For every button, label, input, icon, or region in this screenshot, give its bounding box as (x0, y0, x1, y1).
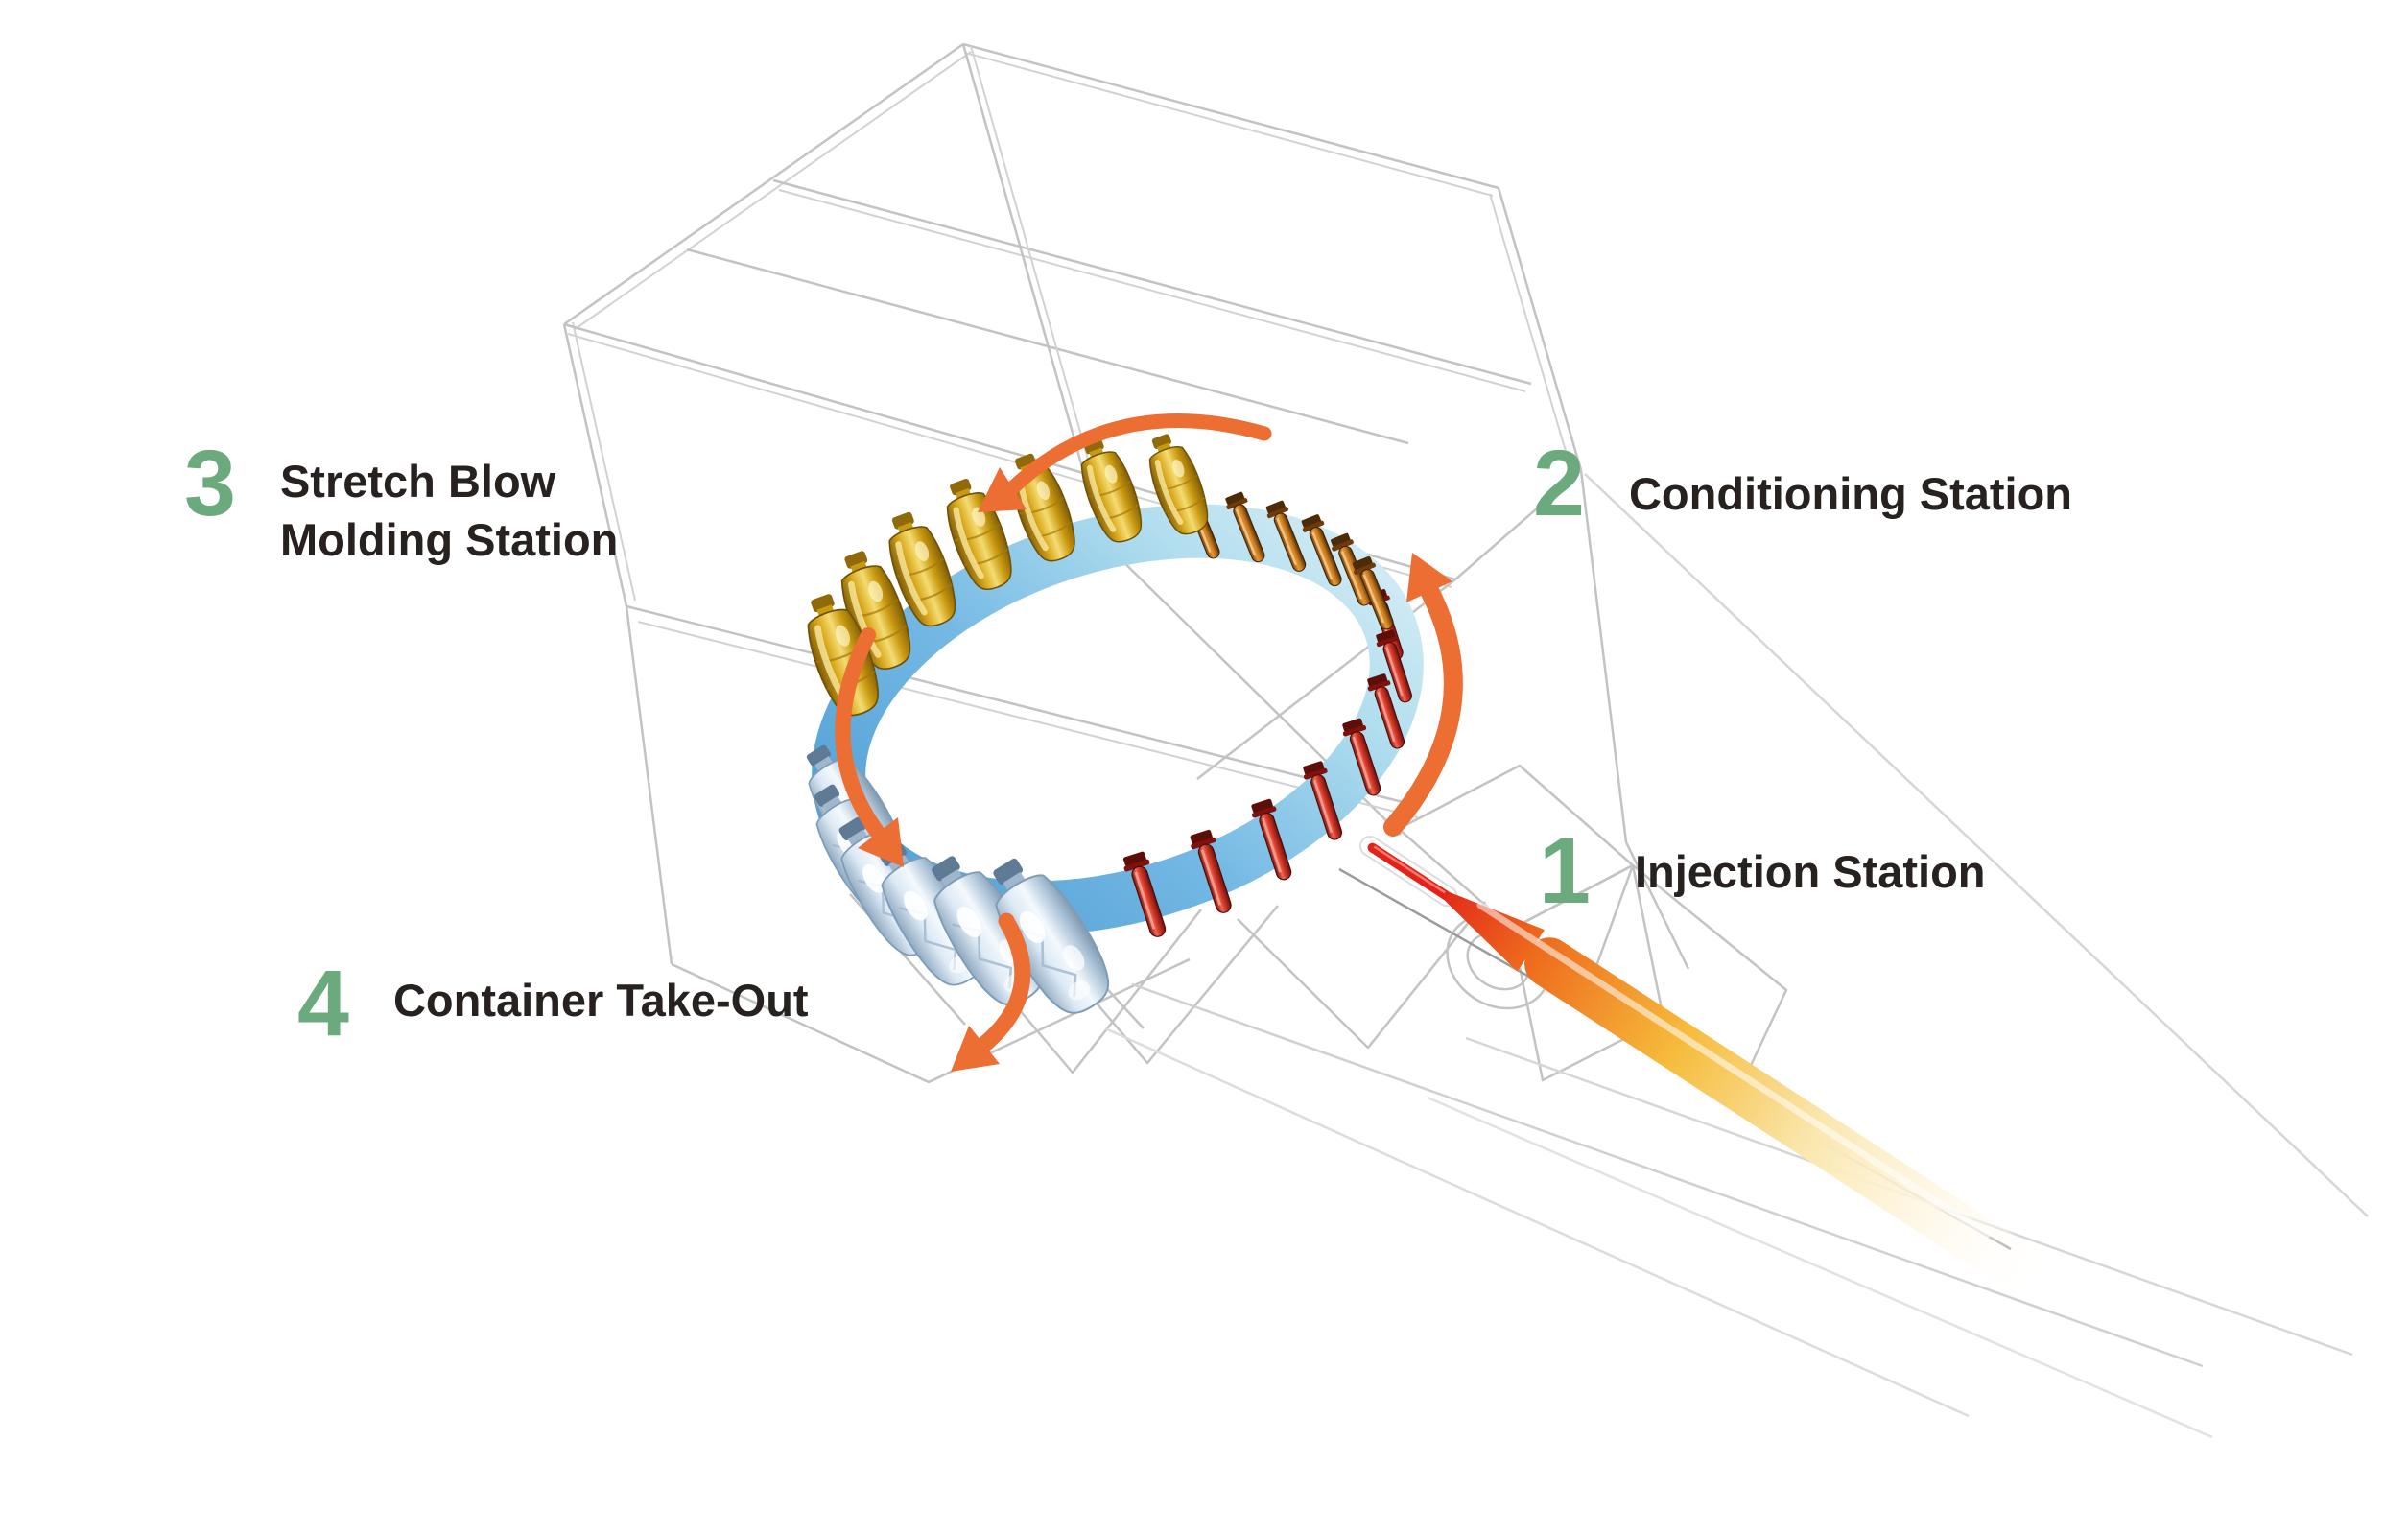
station-3-number: 3 (184, 431, 236, 535)
station-3-label: Stretch Blow Molding Station (279, 456, 619, 566)
station-2-callout: 2 Conditioning Station (1533, 431, 2073, 535)
machine-wireframe (562, 42, 2369, 1439)
station-4-number: 4 (297, 951, 349, 1055)
station-1-callout: 1 Injection Station (1539, 818, 1986, 923)
station-1-label: Injection Station (1634, 846, 1986, 897)
station-2-number: 2 (1533, 431, 1585, 535)
station-1-number: 1 (1539, 818, 1591, 923)
station-4-label: Container Take-Out (392, 975, 809, 1026)
injection-barrel (1359, 836, 2049, 1297)
rotation-arrows (835, 413, 1463, 1072)
station-4-callout: 4 Container Take-Out (297, 951, 809, 1055)
rotation-arrow-right (1383, 553, 1463, 837)
rotation-arrow-top (978, 413, 1272, 512)
station-2-label: Conditioning Station (1628, 468, 2073, 519)
station-3-callout: 3 Stretch Blow Molding Station (184, 431, 619, 569)
rotation-arrow-left (835, 627, 904, 867)
takeout-arrow (951, 912, 1031, 1072)
